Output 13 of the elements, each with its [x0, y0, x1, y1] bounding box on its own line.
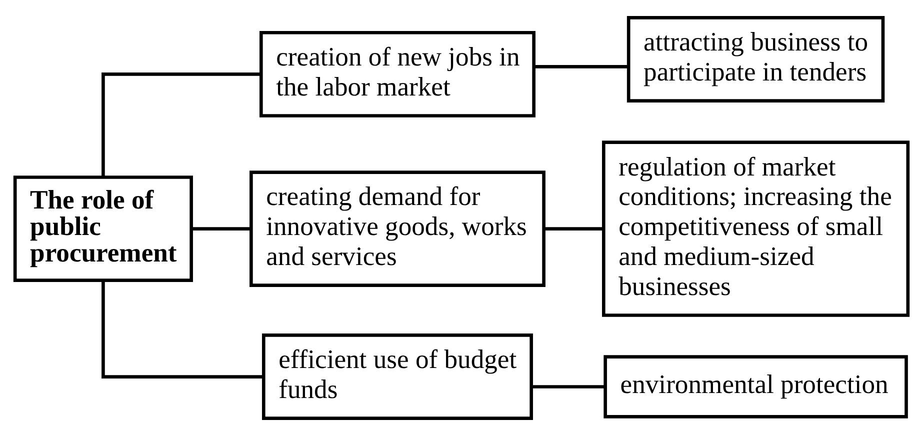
- node-box: regulation of market conditions; increasing the competitiveness of small and medium-sized businesses: [602, 140, 910, 316]
- node-box: creating demand for innovative goods, works and services: [250, 170, 546, 286]
- node-box: The role of public procurement: [13, 175, 193, 282]
- node-box: creation of new jobs in the labor market: [259, 30, 536, 117]
- connector: [192, 226, 251, 230]
- node-box: attracting business to participate in tenders: [626, 15, 885, 102]
- connector: [534, 64, 629, 68]
- connector: [544, 226, 604, 230]
- node-box: efficient use of budget funds: [262, 333, 533, 420]
- connector: [102, 72, 262, 176]
- connector: [531, 384, 606, 388]
- connector: [102, 280, 264, 378]
- node-box: environmental protection: [604, 354, 908, 418]
